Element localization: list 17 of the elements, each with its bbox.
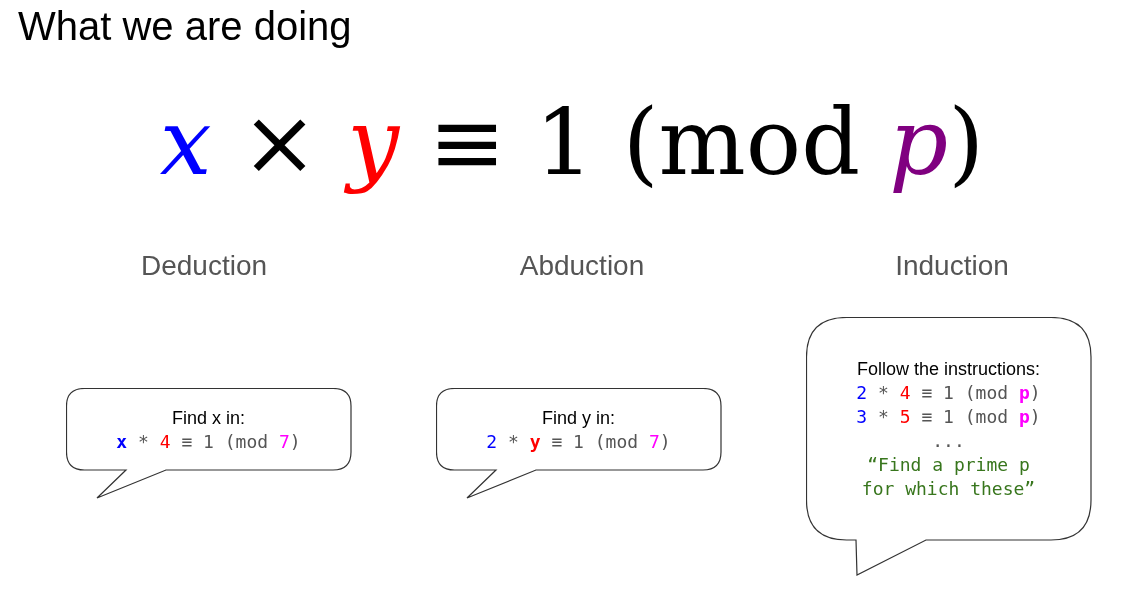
- equation-text: 3 * 5 ≡ 1 (mod p): [856, 405, 1041, 429]
- instruction-text: Find y in:: [542, 407, 615, 430]
- instruction-text: Follow the instructions:: [856, 358, 1041, 381]
- ellipsis-text: ...: [932, 429, 965, 453]
- equation-text: 2 * 4 ≡ 1 (mod p): [856, 381, 1041, 405]
- column-heading: Deduction: [139, 250, 269, 282]
- speech-bubble: [436, 388, 722, 500]
- column-heading: Induction: [894, 250, 1010, 282]
- slide-title: What we are doing: [18, 4, 352, 49]
- equation-text: 2 * y ≡ 1 (mod 7): [486, 430, 671, 454]
- column-heading: Abduction: [518, 250, 646, 282]
- equation-text: x * 4 ≡ 1 (mod 7): [116, 430, 301, 454]
- formula-text: x × y ≡ 1 (mod p): [158, 88, 986, 198]
- speech-bubble: [806, 317, 1092, 577]
- speech-bubble: [66, 388, 352, 500]
- instruction-text: Find x in:: [172, 407, 245, 430]
- quoted-instruction: “Find a prime p for which these”: [860, 453, 1037, 501]
